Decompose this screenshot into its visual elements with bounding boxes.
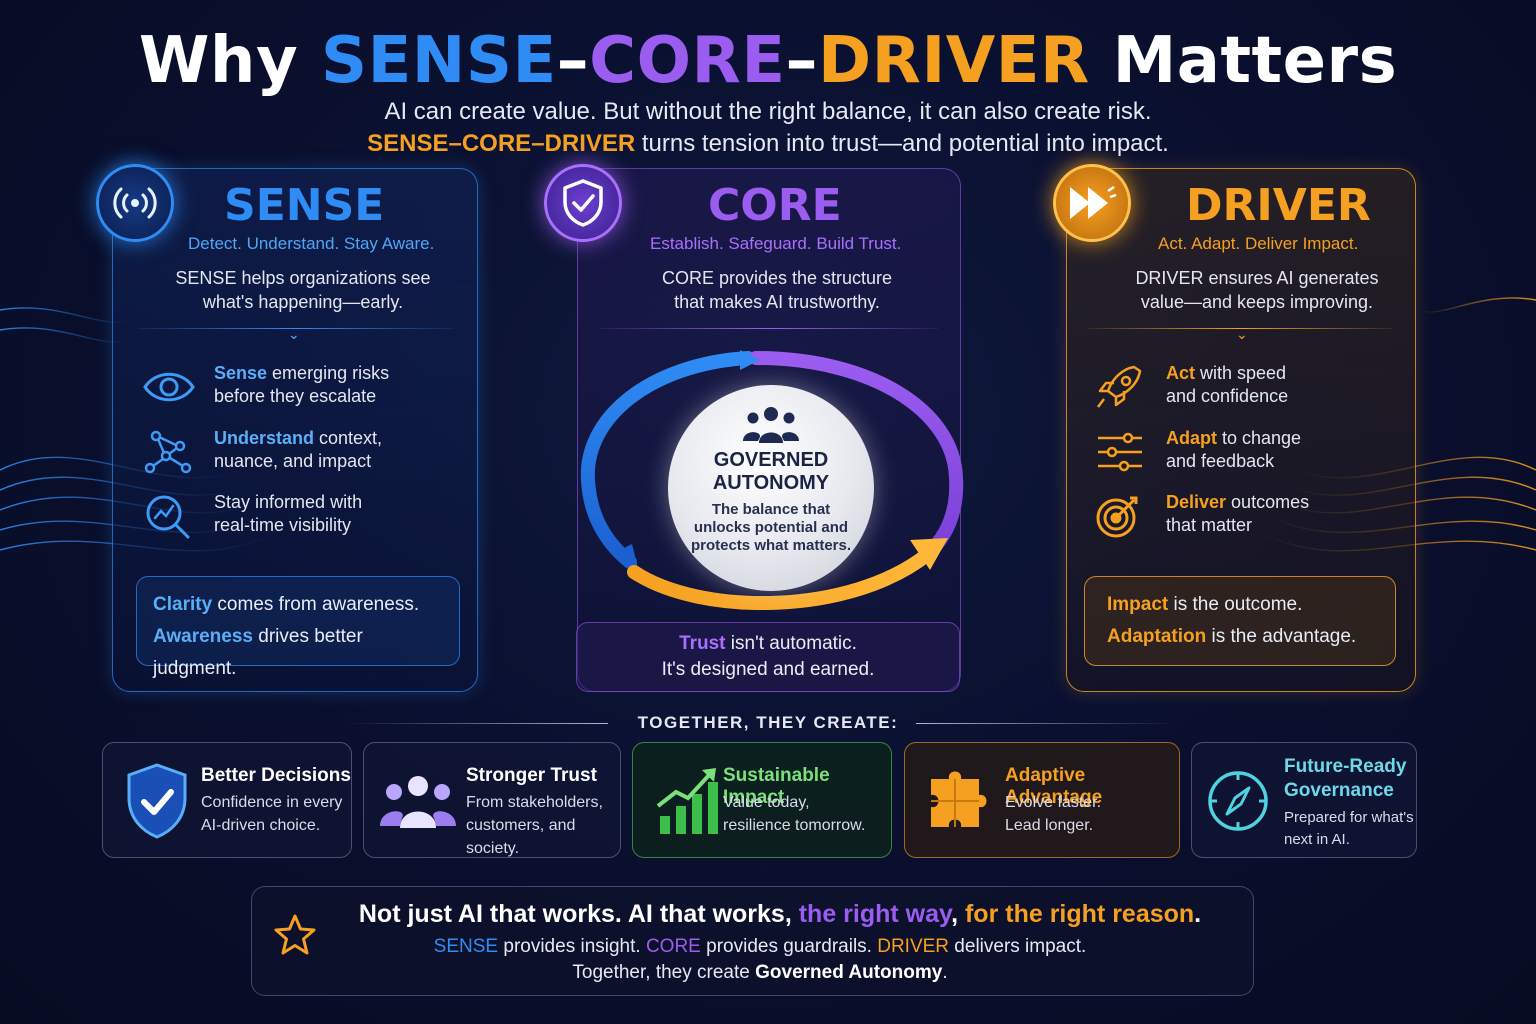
driver-description: DRIVER ensures AI generates value—and ke… [1135,268,1379,312]
rocket-icon [1094,362,1150,412]
title-sense: SENSE [320,24,557,98]
shield-check-icon [544,164,622,242]
target-icon [1094,491,1150,541]
chevron-down-icon: ⌄ [288,326,300,342]
core-tagline: Establish. Safeguard. Build Trust. [650,234,902,253]
sense-description: SENSE helps organizations see what's hap… [175,268,431,312]
sense-tagline: Detect. Understand. Stay Aware. [188,234,435,253]
title-driver: DRIVER [818,24,1090,98]
governance-cycle-arrows [580,350,964,610]
driver-divider [1088,328,1392,329]
sliders-icon [1094,427,1150,477]
title-core: CORE [589,24,786,98]
shield-check-icon [115,757,199,845]
driver-tagline: Act. Adapt. Deliver Impact. [1158,234,1359,253]
summary-box [251,886,1254,996]
core-divider [600,328,938,329]
driver-quote-box: Impact is the outcome. Adaptation is the… [1084,576,1396,666]
governed-autonomy-description: The balance that unlocks potential and p… [690,501,852,554]
compass-icon [1204,757,1272,845]
fast-forward-icon [1053,164,1131,242]
core-quote-box: Trust isn't automatic. It's designed and… [576,622,960,692]
chevron-down-icon: ⌄ [1236,326,1248,342]
broadcast-signal-icon [96,164,174,242]
network-icon [142,427,198,477]
subtitle-line-1: AI can create value. But without the rig… [384,98,1152,125]
summary-line-3: Together, they create Governed Autonomy. [572,962,948,983]
outcome-card-sustainable-impact: Sustainable Impact Value today,resilienc… [632,742,892,858]
sense-item: Understand context,nuance, and impact [142,427,382,477]
magnifier-chart-icon [142,491,198,541]
growth-chart-icon [645,757,729,845]
together-divider-left [346,723,608,724]
core-name: CORE [708,180,842,231]
sense-quote-box: Clarity comes from awareness. Awareness … [136,576,460,679]
together-divider-right [916,723,1178,724]
sense-divider [138,328,454,329]
people-group-icon [742,405,800,450]
star-icon [272,912,320,960]
eye-icon [142,362,198,412]
driver-name: DRIVER [1186,180,1371,231]
people-group-icon [376,757,460,845]
outcome-card-stronger-trust: Stronger Trust From stakeholders,custome… [363,742,621,858]
puzzle-piece-icon [917,757,1001,845]
subtitle-line-2: SENSE–CORE–DRIVER turns tension into tru… [367,130,1169,157]
page-title: Why SENSE–CORE–DRIVER Matters [138,24,1398,98]
together-heading: TOGETHER, THEY CREATE: [637,713,899,732]
core-description: CORE provides the structure that makes A… [661,268,893,312]
sense-name: SENSE [224,180,385,231]
sense-panel [112,168,478,692]
outcome-card-adaptive-advantage: Adaptive Advantage Evolve faster.Lead lo… [904,742,1180,858]
summary-headline: Not just AI that works. AI that works, t… [358,900,1202,928]
summary-line-2: SENSE provides insight. CORE provides gu… [433,936,1087,957]
